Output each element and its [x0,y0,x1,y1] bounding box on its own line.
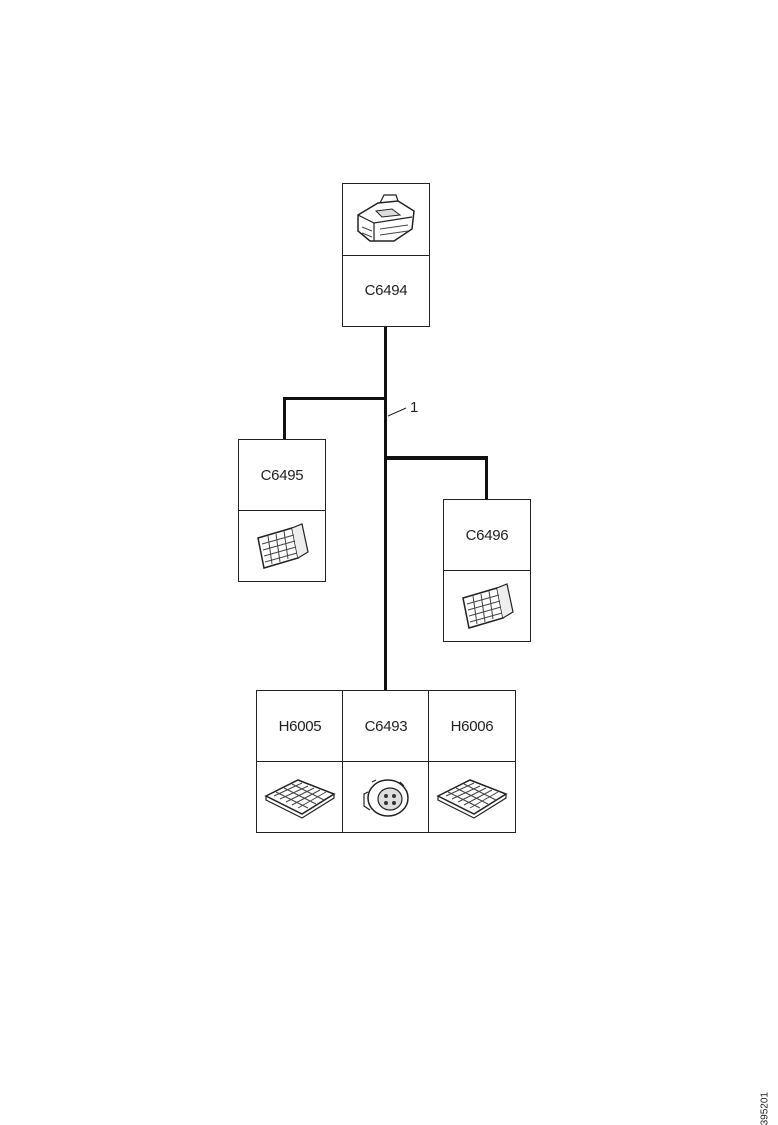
main-trunk-wire [384,326,387,692]
connector-top[interactable]: C6494 [342,183,430,327]
document-number: 395201 [759,1092,770,1125]
connector-right[interactable]: C6496 [443,499,531,642]
callout-leader-line [387,407,407,417]
left-branch-horizontal-wire [283,397,387,400]
connector-left[interactable]: C6495 [238,439,326,582]
connector-right-label: C6496 [465,526,509,544]
connector-bottom-h6005[interactable]: H6005 [256,690,344,833]
pad-connector-icon [257,761,343,832]
right-branch-vertical-wire [485,456,488,500]
right-branch-horizontal-wire [384,456,488,460]
left-branch-vertical-wire [283,397,286,440]
module-connector-icon [343,184,429,255]
connector-h6005-label: H6005 [278,717,322,735]
connector-c6493-label: C6493 [364,717,408,735]
connector-top-label: C6494 [364,282,408,300]
connector-bottom-c6493[interactable]: C6493 [342,690,430,833]
round-connector-icon [343,761,429,832]
connector-h6006-label: H6006 [450,717,494,735]
pad-connector-icon [429,761,515,832]
connector-bottom-h6006[interactable]: H6006 [428,690,516,833]
flat-connector-icon [239,510,325,581]
callout-label: 1 [410,399,419,416]
connector-left-label: C6495 [260,466,304,484]
flat-connector-icon [444,570,530,641]
